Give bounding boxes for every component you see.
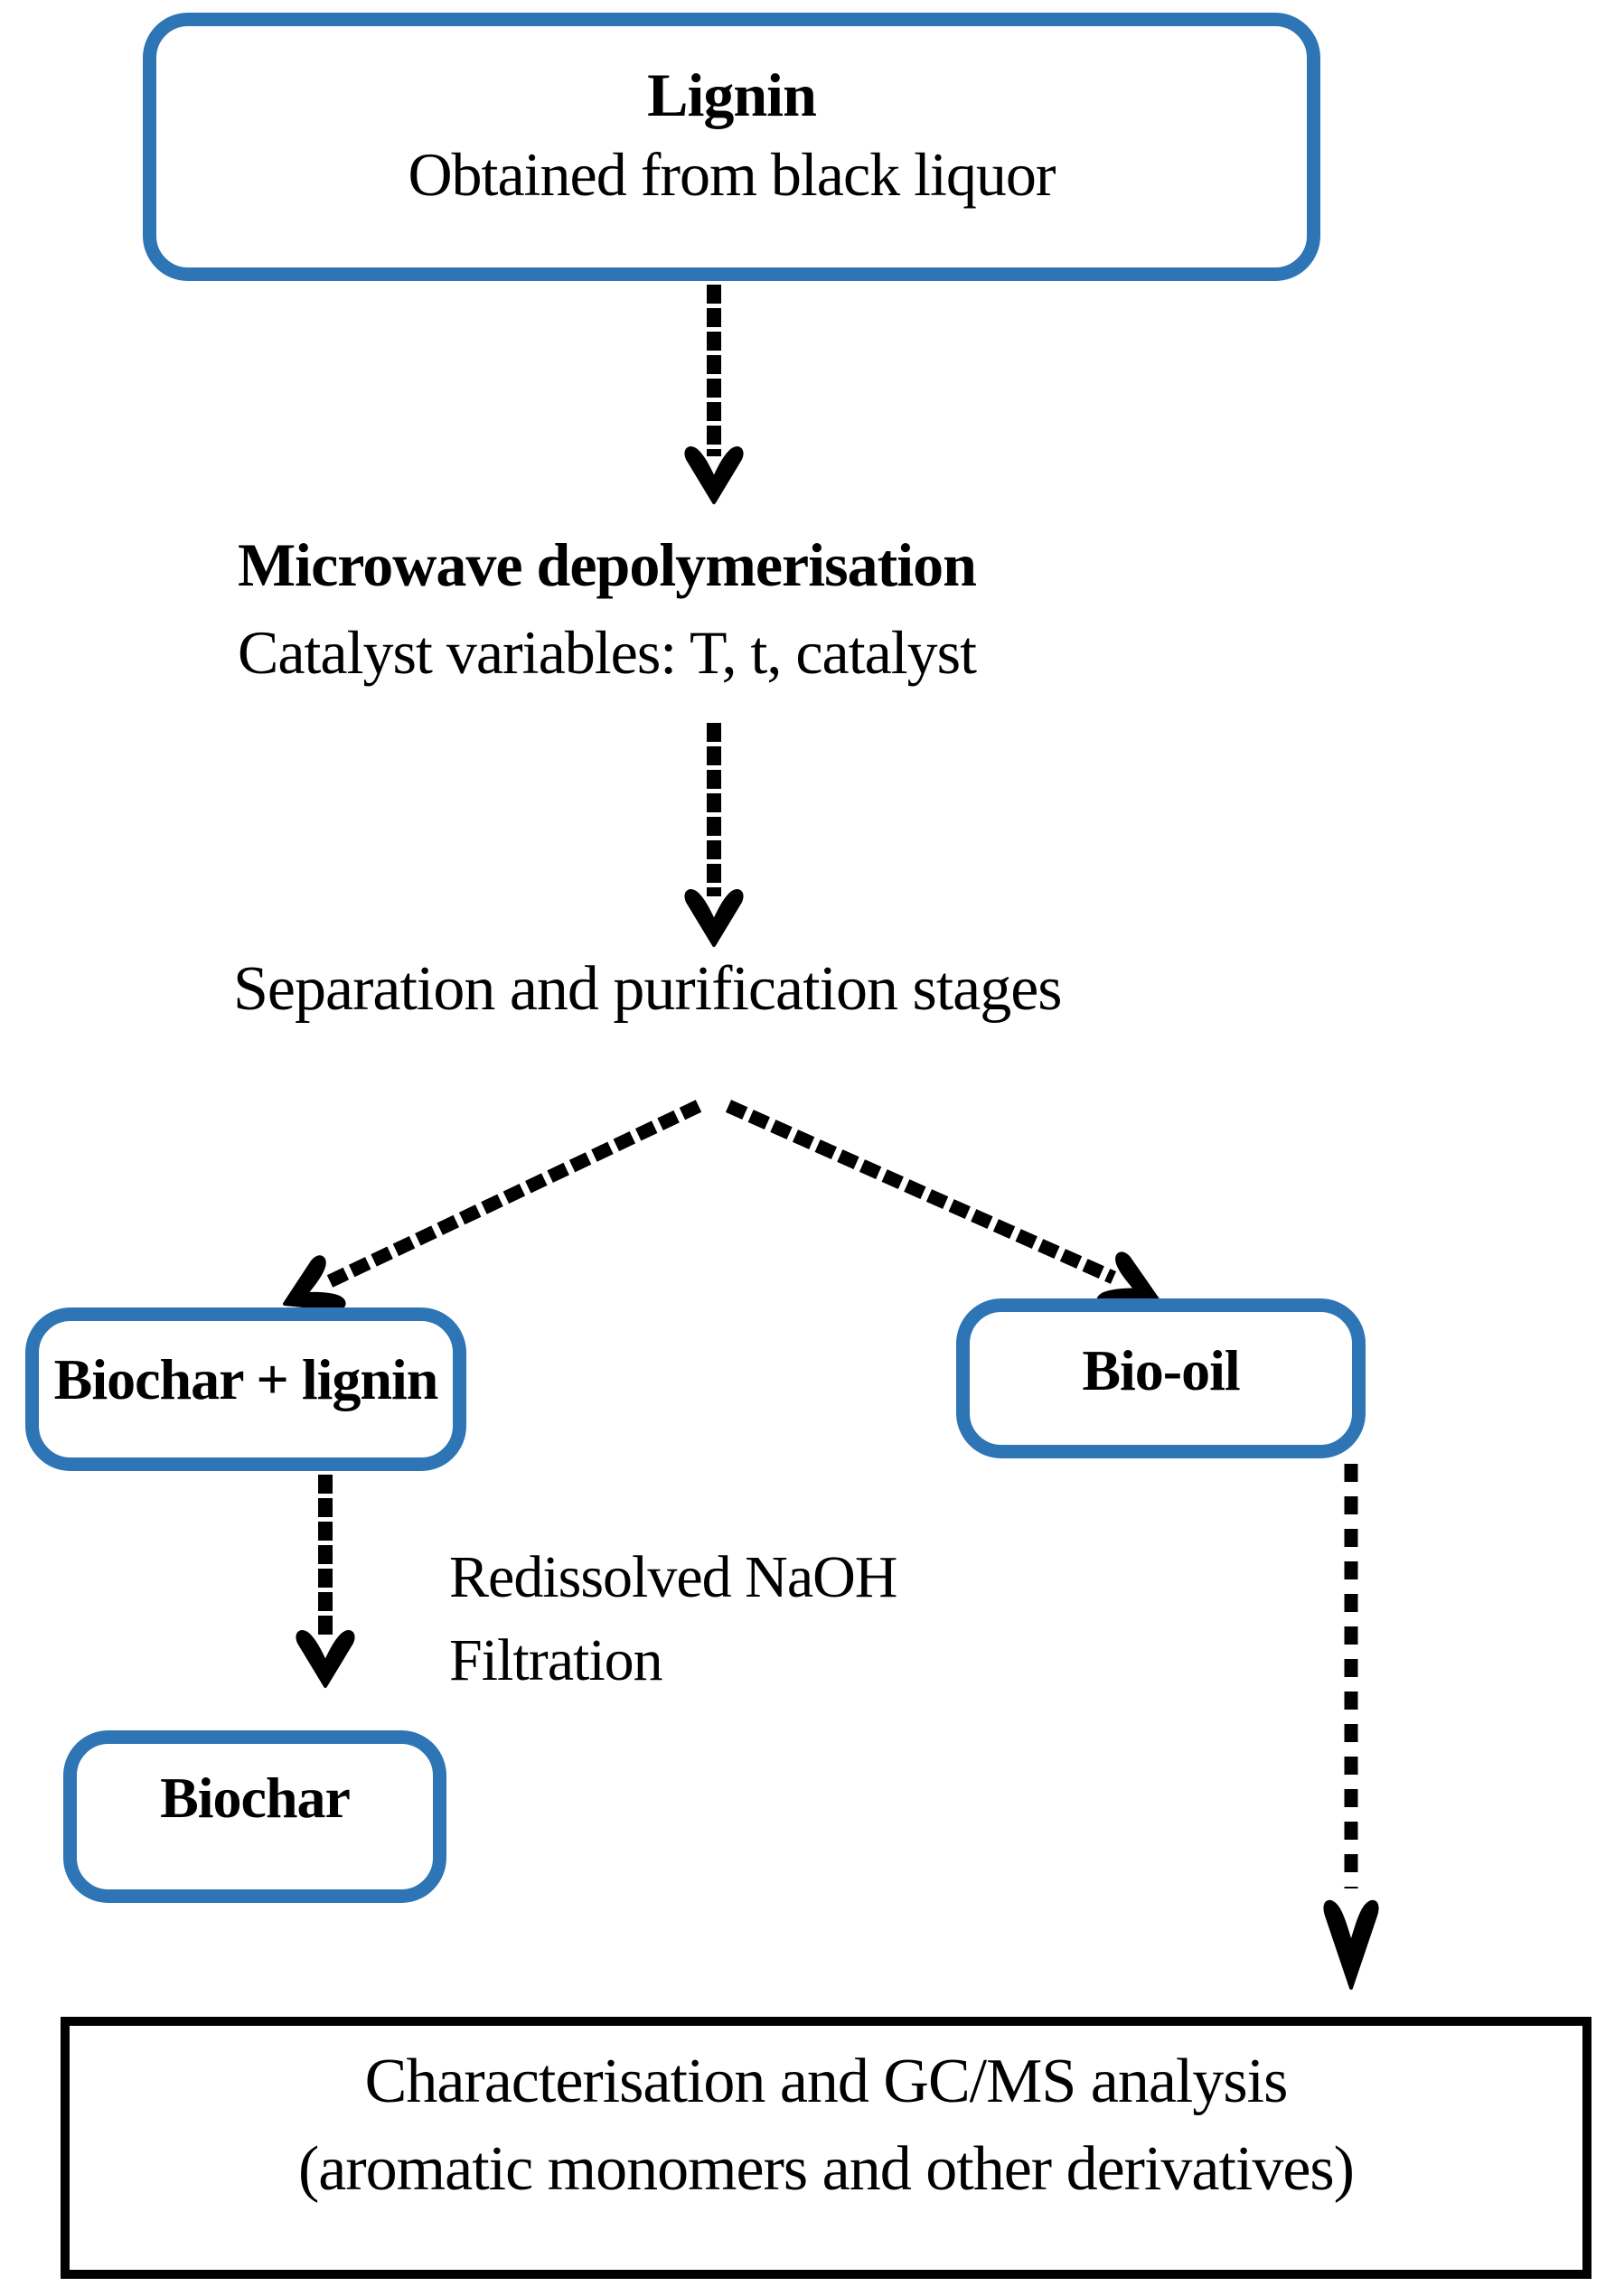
biochar-node: Biochar (63, 1730, 446, 1903)
bio-oil-node: Bio-oil (956, 1298, 1366, 1458)
arrow-bio-oil-to-analysis (1323, 1464, 1379, 1990)
bio-oil-label: Bio-oil (1082, 1337, 1240, 1402)
arrow-biochar-lignin-to-biochar (296, 1475, 355, 1688)
biochar-label: Biochar (160, 1765, 351, 1830)
redissolve-note-line1: Redissolved NaOH (449, 1544, 897, 1610)
biochar-lignin-label: Biochar + lignin (53, 1346, 439, 1411)
biochar-lignin-node: Biochar + lignin (25, 1307, 466, 1471)
analysis-node: Characterisation and GC/MS analysis (aro… (61, 2017, 1592, 2279)
arrow-lignin-to-microwave (684, 285, 744, 504)
arrow-separation-to-biochar-lignin (270, 1100, 702, 1331)
analysis-line1: Characterisation and GC/MS analysis (364, 2047, 1289, 2116)
microwave-node: Microwave depolymerisation Catalyst vari… (238, 521, 977, 697)
lignin-title: Lignin (647, 60, 817, 129)
redissolve-note-line2: Filtration (449, 1627, 663, 1693)
redissolve-note: Redissolved NaOH Filtration (449, 1536, 897, 1702)
separation-node: Separation and purification stages (233, 954, 1063, 1024)
lignin-node: Lignin Obtained from black liquor (143, 13, 1320, 281)
lignin-subtitle: Obtained from black liquor (408, 139, 1056, 209)
arrow-microwave-to-separation (684, 723, 744, 947)
microwave-title: Microwave depolymerisation (238, 530, 977, 599)
microwave-subtitle: Catalyst variables: T, t, catalyst (238, 618, 977, 687)
analysis-line2: (aromatic monomers and other derivatives… (297, 2134, 1355, 2204)
arrow-separation-to-bio-oil (725, 1100, 1171, 1326)
